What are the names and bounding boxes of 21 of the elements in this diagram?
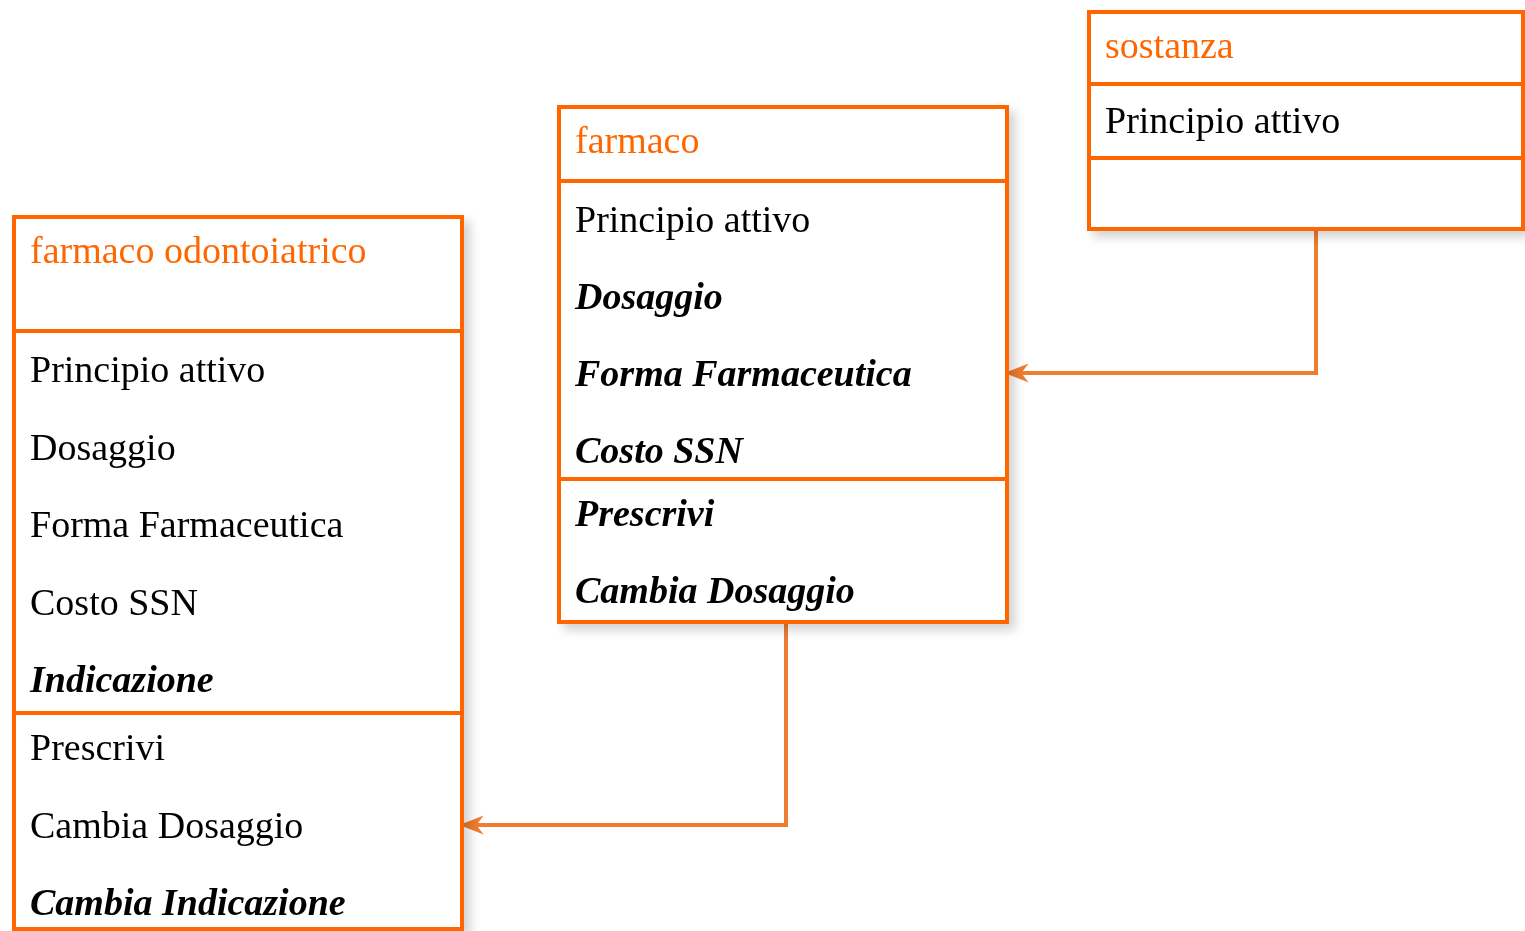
member-text: Dosaggio <box>575 274 723 318</box>
member-text: Dosaggio <box>30 424 176 469</box>
member-text: Principio attivo <box>1105 98 1341 142</box>
member-text: Principio attivo <box>575 197 811 241</box>
member-text: Costo SSN <box>575 428 743 472</box>
member-text: Forma Farmaceutica <box>575 351 912 395</box>
class-box <box>12 215 464 931</box>
member-text: Prescrivi <box>575 491 715 535</box>
member-text: Prescrivi <box>30 725 166 769</box>
class-box <box>557 105 1009 624</box>
member-text: Cambia Dosaggio <box>30 802 304 847</box>
member-text: Cambia Dosaggio <box>575 568 855 612</box>
class-name: farmaco odontoiatrico <box>30 228 368 273</box>
member-text: Principio attivo <box>30 347 266 391</box>
class-box <box>1087 10 1525 231</box>
class-name: farmaco <box>575 118 701 163</box>
member-text: Cambia Indicazione <box>30 880 346 924</box>
member-text: Forma Farmaceutica <box>30 502 344 546</box>
member-text: Indicazione <box>30 657 214 701</box>
member-text: Costo SSN <box>30 579 198 624</box>
class-name: sostanza <box>1105 23 1235 68</box>
